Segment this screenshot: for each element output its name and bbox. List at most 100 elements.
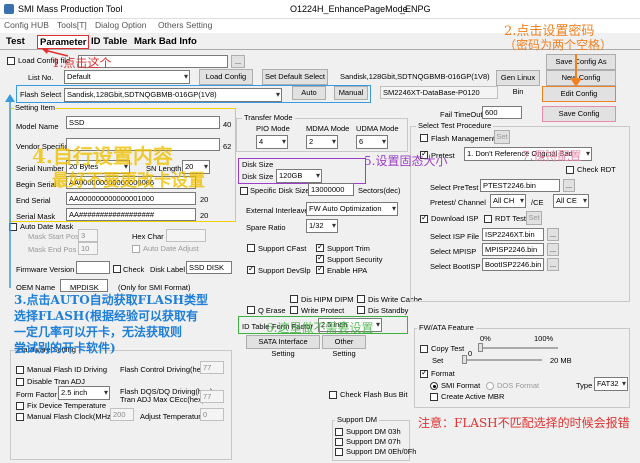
- pretest-select[interactable]: 1. Don't Reference Original Bad: [464, 147, 592, 161]
- dis-hipm-dipm-checkbox[interactable]: [290, 295, 298, 303]
- download-isp-checkbox[interactable]: [420, 213, 428, 223]
- isp-file-browse-button[interactable]: ...: [547, 228, 559, 241]
- support-dm-07h-checkbox[interactable]: [335, 438, 343, 446]
- begin-serial-input[interactable]: AA000000000000000086: [66, 176, 196, 189]
- firmware-check-checkbox[interactable]: [113, 265, 121, 273]
- tran-adj-max-input[interactable]: 77: [200, 390, 224, 403]
- menu-dialog-option[interactable]: Dialog Option: [95, 20, 147, 30]
- mask-start-pos-input[interactable]: 3: [78, 229, 98, 242]
- support-trim-checkbox[interactable]: [316, 242, 324, 252]
- q-erase-checkbox[interactable]: [247, 306, 255, 314]
- load-config-button[interactable]: Load Config: [199, 69, 253, 85]
- specific-disk-size-checkbox[interactable]: [240, 187, 248, 195]
- bootisp-browse-button[interactable]: ...: [547, 258, 559, 271]
- hex-char-input[interactable]: [166, 229, 206, 242]
- serial-number-select[interactable]: 20 Bytes: [66, 160, 130, 174]
- flash-management-checkbox[interactable]: [420, 134, 428, 142]
- disk-size-select[interactable]: 120GB: [276, 169, 322, 183]
- form-factor-select[interactable]: 2.5 inch: [318, 318, 382, 332]
- support-security-checkbox[interactable]: [316, 253, 324, 263]
- disable-tran-adj-checkbox[interactable]: [16, 378, 24, 386]
- dis-standby-checkbox[interactable]: [357, 306, 365, 314]
- rdt-test-checkbox[interactable]: [484, 215, 492, 223]
- tab-test[interactable]: Test: [6, 36, 25, 47]
- menu-tools[interactable]: Tools[T]: [57, 20, 87, 30]
- menu-config-hub[interactable]: Config HUB: [4, 20, 49, 30]
- fail-timeout-input[interactable]: 600: [482, 106, 522, 119]
- load-config-file-checkbox[interactable]: [7, 57, 15, 65]
- manual-flash-id-checkbox[interactable]: [16, 366, 24, 374]
- pio-mode-select[interactable]: 4: [256, 135, 288, 149]
- format-checkbox[interactable]: [420, 368, 428, 378]
- flash-manual-button[interactable]: Manual: [334, 86, 368, 100]
- copy-size-slider[interactable]: [462, 359, 542, 361]
- smi-format-radio[interactable]: [430, 382, 438, 390]
- oem-name-input[interactable]: [60, 279, 108, 292]
- check-rdt-checkbox[interactable]: [566, 166, 574, 174]
- dos-format-radio[interactable]: [486, 382, 494, 390]
- create-active-mbr-checkbox[interactable]: [430, 393, 438, 401]
- tab-id-table[interactable]: ID Table: [91, 36, 128, 47]
- flash-control-driving-input[interactable]: 77: [200, 361, 224, 374]
- support-dm-0eh-checkbox[interactable]: [335, 448, 343, 456]
- pretest-browse-button[interactable]: ...: [563, 179, 575, 192]
- model-name-input[interactable]: SSD: [66, 116, 220, 129]
- firmware-version-input[interactable]: [76, 261, 110, 274]
- set-default-select-button[interactable]: Set Default Select: [262, 69, 328, 85]
- support-dm-03h-checkbox[interactable]: [335, 428, 343, 436]
- save-config-button[interactable]: Save Config: [542, 106, 616, 122]
- bootisp-file-input[interactable]: BootISP2246.bin: [482, 258, 544, 271]
- form-factor-hw-select[interactable]: 2.5 inch: [58, 386, 110, 400]
- copy-test-checkbox[interactable]: [420, 345, 428, 353]
- tab-parameter[interactable]: Parameter: [37, 35, 90, 49]
- mask-end-pos-input[interactable]: 10: [78, 242, 98, 255]
- gen-linux-bin-button[interactable]: Gen Linux Bin: [496, 70, 540, 96]
- copy-size-slider-thumb[interactable]: [462, 355, 467, 364]
- adjust-temperature-input[interactable]: 0: [200, 408, 224, 421]
- copy-test-slider[interactable]: [478, 347, 558, 349]
- mpisp-file-input[interactable]: MPISP2246.bin: [482, 243, 544, 256]
- support-cfast-checkbox[interactable]: [247, 244, 255, 252]
- serial-mask-input[interactable]: AA##################: [66, 208, 196, 221]
- flash-auto-button[interactable]: Auto: [292, 86, 326, 100]
- edit-config-button[interactable]: Edit Config: [542, 86, 616, 102]
- mpisp-browse-button[interactable]: ...: [547, 243, 559, 256]
- vendor-specific-input[interactable]: [66, 138, 220, 151]
- disk-label-input[interactable]: SSD DISK: [186, 261, 232, 274]
- end-serial-input[interactable]: AA000000000000001000: [66, 192, 196, 205]
- specific-disk-size-input[interactable]: 13000000: [308, 183, 354, 196]
- copy-test-slider-thumb[interactable]: [478, 343, 483, 352]
- flash-management-set-button[interactable]: Set: [494, 130, 510, 144]
- pretest-checkbox[interactable]: [420, 149, 428, 159]
- sata-interface-setting-button[interactable]: SATA Interface Setting: [246, 335, 320, 358]
- auto-date-adjust-checkbox[interactable]: [132, 245, 140, 253]
- pretest-file-input[interactable]: PTEST2246.bin: [480, 179, 560, 192]
- menu-others-setting[interactable]: Others Setting: [158, 20, 213, 30]
- enable-hpa-checkbox[interactable]: [316, 264, 324, 274]
- dis-write-cache-checkbox[interactable]: [357, 295, 365, 303]
- other-setting-button[interactable]: Other Setting: [322, 335, 366, 358]
- list-no-select[interactable]: Default: [64, 70, 190, 84]
- udma-mode-select[interactable]: 6: [356, 135, 388, 149]
- fix-device-temperature-checkbox[interactable]: [16, 402, 24, 410]
- write-protect-checkbox[interactable]: [290, 306, 298, 314]
- load-config-file-input[interactable]: [78, 55, 228, 68]
- spare-ratio-select[interactable]: 1/32: [306, 219, 338, 233]
- external-interleave-select[interactable]: FW Auto Optimization: [306, 202, 398, 216]
- ce-select[interactable]: All CE: [553, 194, 589, 208]
- type-select[interactable]: FAT32: [594, 377, 628, 391]
- manual-flash-clock-input[interactable]: 200: [110, 408, 134, 421]
- check-flash-bus-bit-checkbox[interactable]: [329, 391, 337, 399]
- sn-length-select[interactable]: 20: [182, 160, 210, 174]
- manual-flash-clock-checkbox[interactable]: [16, 413, 24, 421]
- save-config-as-button[interactable]: Save Config As: [546, 54, 616, 70]
- dis-hipm-dipm-label: Dis HIPM DIPM: [301, 295, 354, 304]
- mdma-mode-select[interactable]: 2: [306, 135, 338, 149]
- pretest-channel-select[interactable]: All CH: [490, 194, 526, 208]
- isp-file-input[interactable]: ISP2246XT.bin: [482, 228, 544, 241]
- rdt-test-set-button[interactable]: Set: [526, 211, 542, 225]
- tab-mark-bad-info[interactable]: Mark Bad Info: [134, 36, 197, 47]
- load-config-file-browse-button[interactable]: ...: [231, 55, 245, 68]
- flash-select-dropdown[interactable]: Sandisk,128Gbit,SDTNQGBMB-016GP(1V8): [64, 88, 282, 102]
- support-devslp-checkbox[interactable]: [247, 264, 255, 274]
